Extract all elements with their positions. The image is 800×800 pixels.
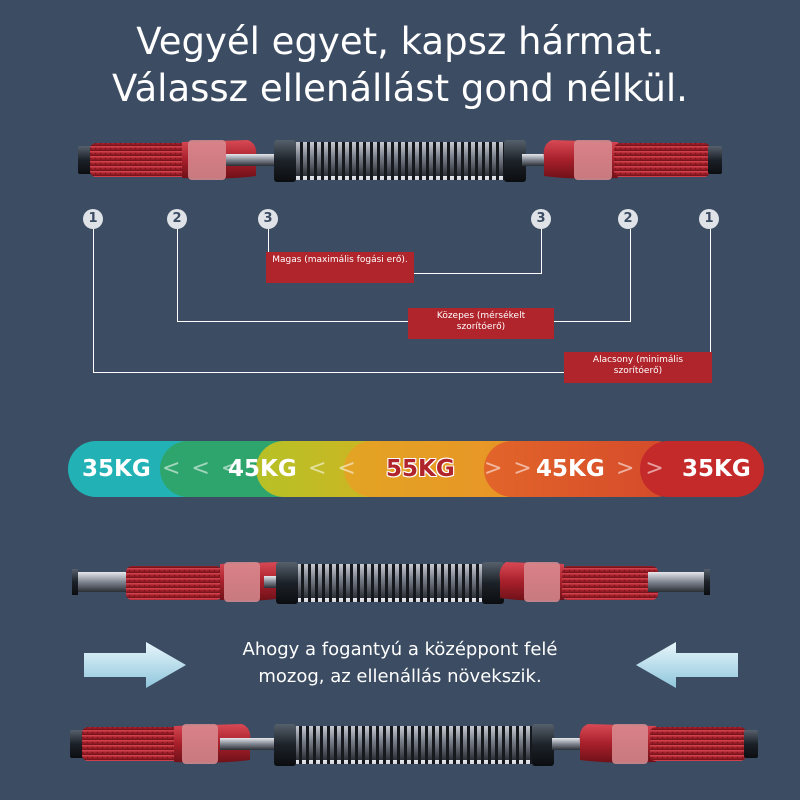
- scale-label-35-left: 35KG: [82, 456, 151, 482]
- connector-1: [93, 229, 711, 373]
- arrow-right-icon: [84, 642, 186, 688]
- scale-label-55-center: 55KG: [386, 456, 455, 482]
- headline-line-2: Válassz ellenállást gond nélkül.: [112, 67, 688, 110]
- resistance-scale: 35KG < < < 45KG < < 55KG > > 45KG > > 35…: [68, 441, 764, 497]
- connector-2: [177, 229, 631, 322]
- callout-medium: Közepes (mérsékelt szorítóerő): [408, 308, 554, 339]
- caption: Ahogy a fogantyú a középpont felé mozog,…: [200, 636, 600, 690]
- arrow-left-icon: [636, 642, 738, 688]
- marker-left-2: 2: [167, 209, 187, 229]
- marker-right-3: 3: [531, 209, 551, 229]
- marker-right-2: 2: [618, 209, 638, 229]
- callout-low: Alacsony (minimális szorítóerő): [564, 352, 712, 383]
- scale-chevrons-left: < < <: [162, 456, 242, 481]
- spring-bar-bottom: [70, 724, 758, 766]
- spring-bar-top: [78, 140, 722, 182]
- callout-high: Magas (maximális fogási erő).: [266, 252, 414, 283]
- marker-right-1: 1: [699, 209, 719, 229]
- scale-chevrons-right: > >: [616, 456, 666, 481]
- scale-label-45-left: 45KG: [228, 456, 297, 482]
- caption-line-2: mozog, az ellenállás növekszik.: [258, 666, 542, 687]
- scale-segment-6: [640, 441, 764, 497]
- headline-line-1: Vegyél egyet, kapsz hármat.: [136, 20, 664, 63]
- caption-line-1: Ahogy a fogantyú a középpont felé: [242, 639, 558, 660]
- scale-label-45-right: 45KG: [536, 456, 605, 482]
- scale-chevrons-mid-left: < <: [308, 456, 358, 481]
- scale-chevrons-mid-right: > >: [484, 456, 534, 481]
- scale-label-35-right: 35KG: [682, 456, 751, 482]
- marker-left-3: 3: [258, 209, 278, 229]
- headline: Vegyél egyet, kapsz hármat. Válassz elle…: [0, 18, 800, 112]
- spring-bar-middle: [72, 562, 710, 604]
- marker-left-1: 1: [83, 209, 103, 229]
